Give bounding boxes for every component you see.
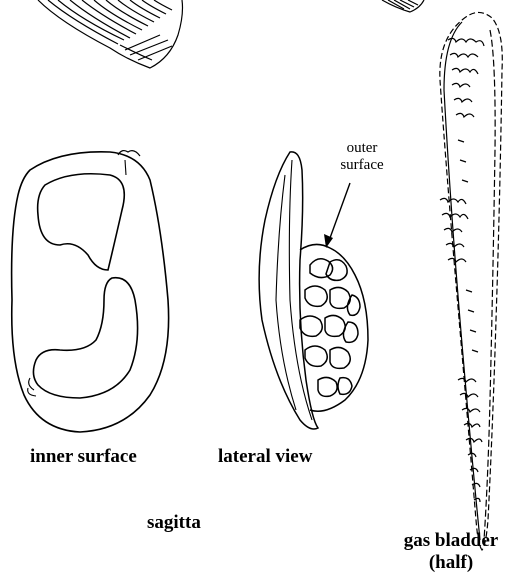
lateral-view-label: lateral view <box>218 446 312 468</box>
gas-bladder-label-line2: (half) <box>386 552 516 574</box>
inner-surface-drawing <box>12 151 169 432</box>
outer-surface-arrow <box>324 183 350 248</box>
gas-bladder-drawing <box>440 12 502 550</box>
inner-surface-label: inner surface <box>30 446 137 468</box>
outer-surface-label-line2: surface <box>332 157 392 174</box>
fin-fragment-top-left <box>38 0 183 68</box>
gas-bladder-label-line1: gas bladder <box>386 530 516 552</box>
outer-surface-label-line1: outer <box>332 140 392 157</box>
gas-bladder-label: gas bladder (half) <box>386 530 516 574</box>
outer-surface-label: outer surface <box>332 140 392 174</box>
lateral-view-drawing <box>259 152 368 429</box>
fin-fragment-top-right <box>382 0 424 12</box>
sagitta-label: sagitta <box>147 512 201 534</box>
